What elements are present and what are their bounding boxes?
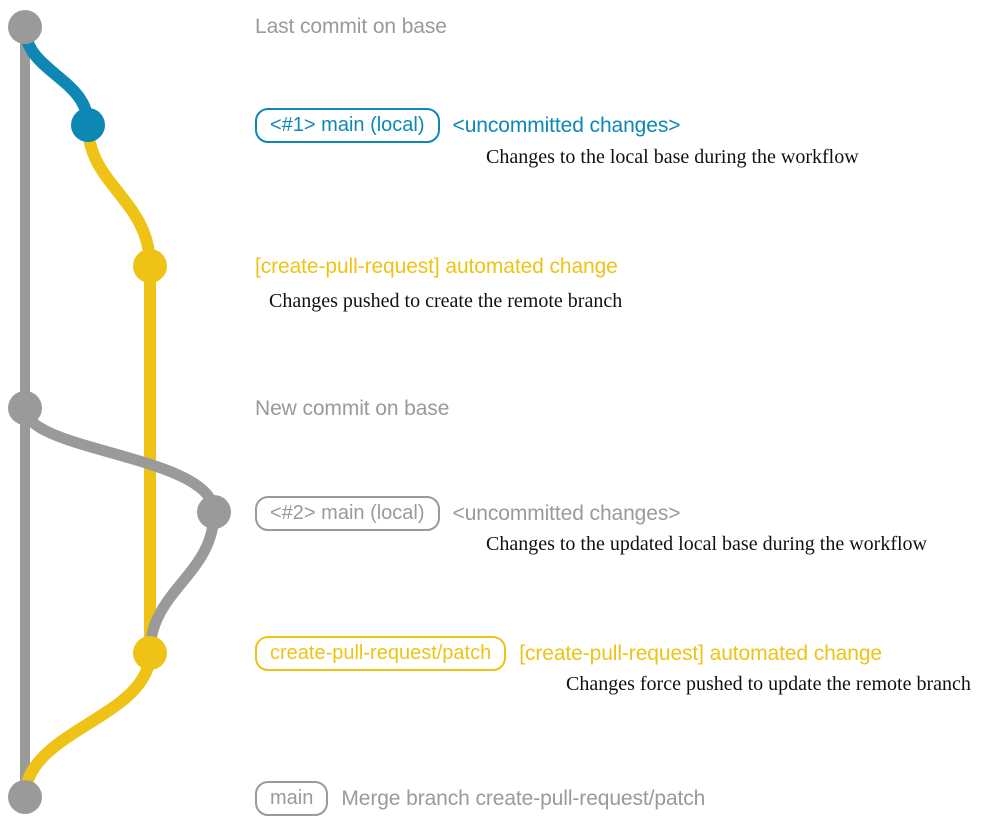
- node-local-1[interactable]: [71, 108, 105, 142]
- commit-row-local-1: <#1> main (local) <uncommitted changes>: [255, 108, 681, 143]
- commit-row-merge: main Merge branch create-pull-request/pa…: [255, 781, 705, 816]
- patch-lane-line: [82, 119, 156, 659]
- local2-to-patch2-edge: [144, 506, 220, 659]
- node-base-top[interactable]: [8, 10, 42, 44]
- branch-badge-local-2[interactable]: <#2> main (local): [255, 496, 440, 531]
- commit-subject-automated-change-1: [create-pull-request] automated change: [255, 255, 618, 278]
- node-merge[interactable]: [8, 780, 42, 814]
- commit-subject-local-2: <uncommitted changes>: [452, 501, 681, 525]
- patch2-to-merge-edge: [19, 647, 156, 803]
- branch-badge-main[interactable]: main: [255, 781, 329, 816]
- commit-subject-local-1: <uncommitted changes>: [452, 113, 681, 137]
- base-to-local2-edge: [19, 402, 220, 518]
- node-base-new[interactable]: [8, 391, 42, 425]
- commit-subject-merge: Merge branch create-pull-request/patch: [341, 786, 706, 810]
- commit-row-local-2: <#2> main (local) <uncommitted changes>: [255, 496, 681, 531]
- commit-note-automated-change-2: Changes force pushed to update the remot…: [566, 673, 971, 695]
- commit-note-local-2: Changes to the updated local base during…: [486, 533, 927, 555]
- commit-row-automated-change-2: create-pull-request/patch [create-pull-r…: [255, 636, 882, 671]
- branch-badge-patch[interactable]: create-pull-request/patch: [255, 636, 507, 671]
- local-branch-edge: [19, 21, 94, 131]
- commit-subject-automated-change-2: [create-pull-request] automated change: [519, 641, 882, 665]
- commit-note-local-1: Changes to the local base during the wor…: [486, 146, 859, 168]
- commit-note-automated-change-1: Changes pushed to create the remote bran…: [269, 290, 623, 312]
- node-patch-2[interactable]: [133, 636, 167, 670]
- commit-subject-last-commit-on-base: Last commit on base: [255, 15, 447, 38]
- node-local-2[interactable]: [197, 495, 231, 529]
- branch-badge-local-1[interactable]: <#1> main (local): [255, 108, 440, 143]
- commit-subject-new-commit-on-base: New commit on base: [255, 397, 450, 420]
- node-patch-1[interactable]: [133, 249, 167, 283]
